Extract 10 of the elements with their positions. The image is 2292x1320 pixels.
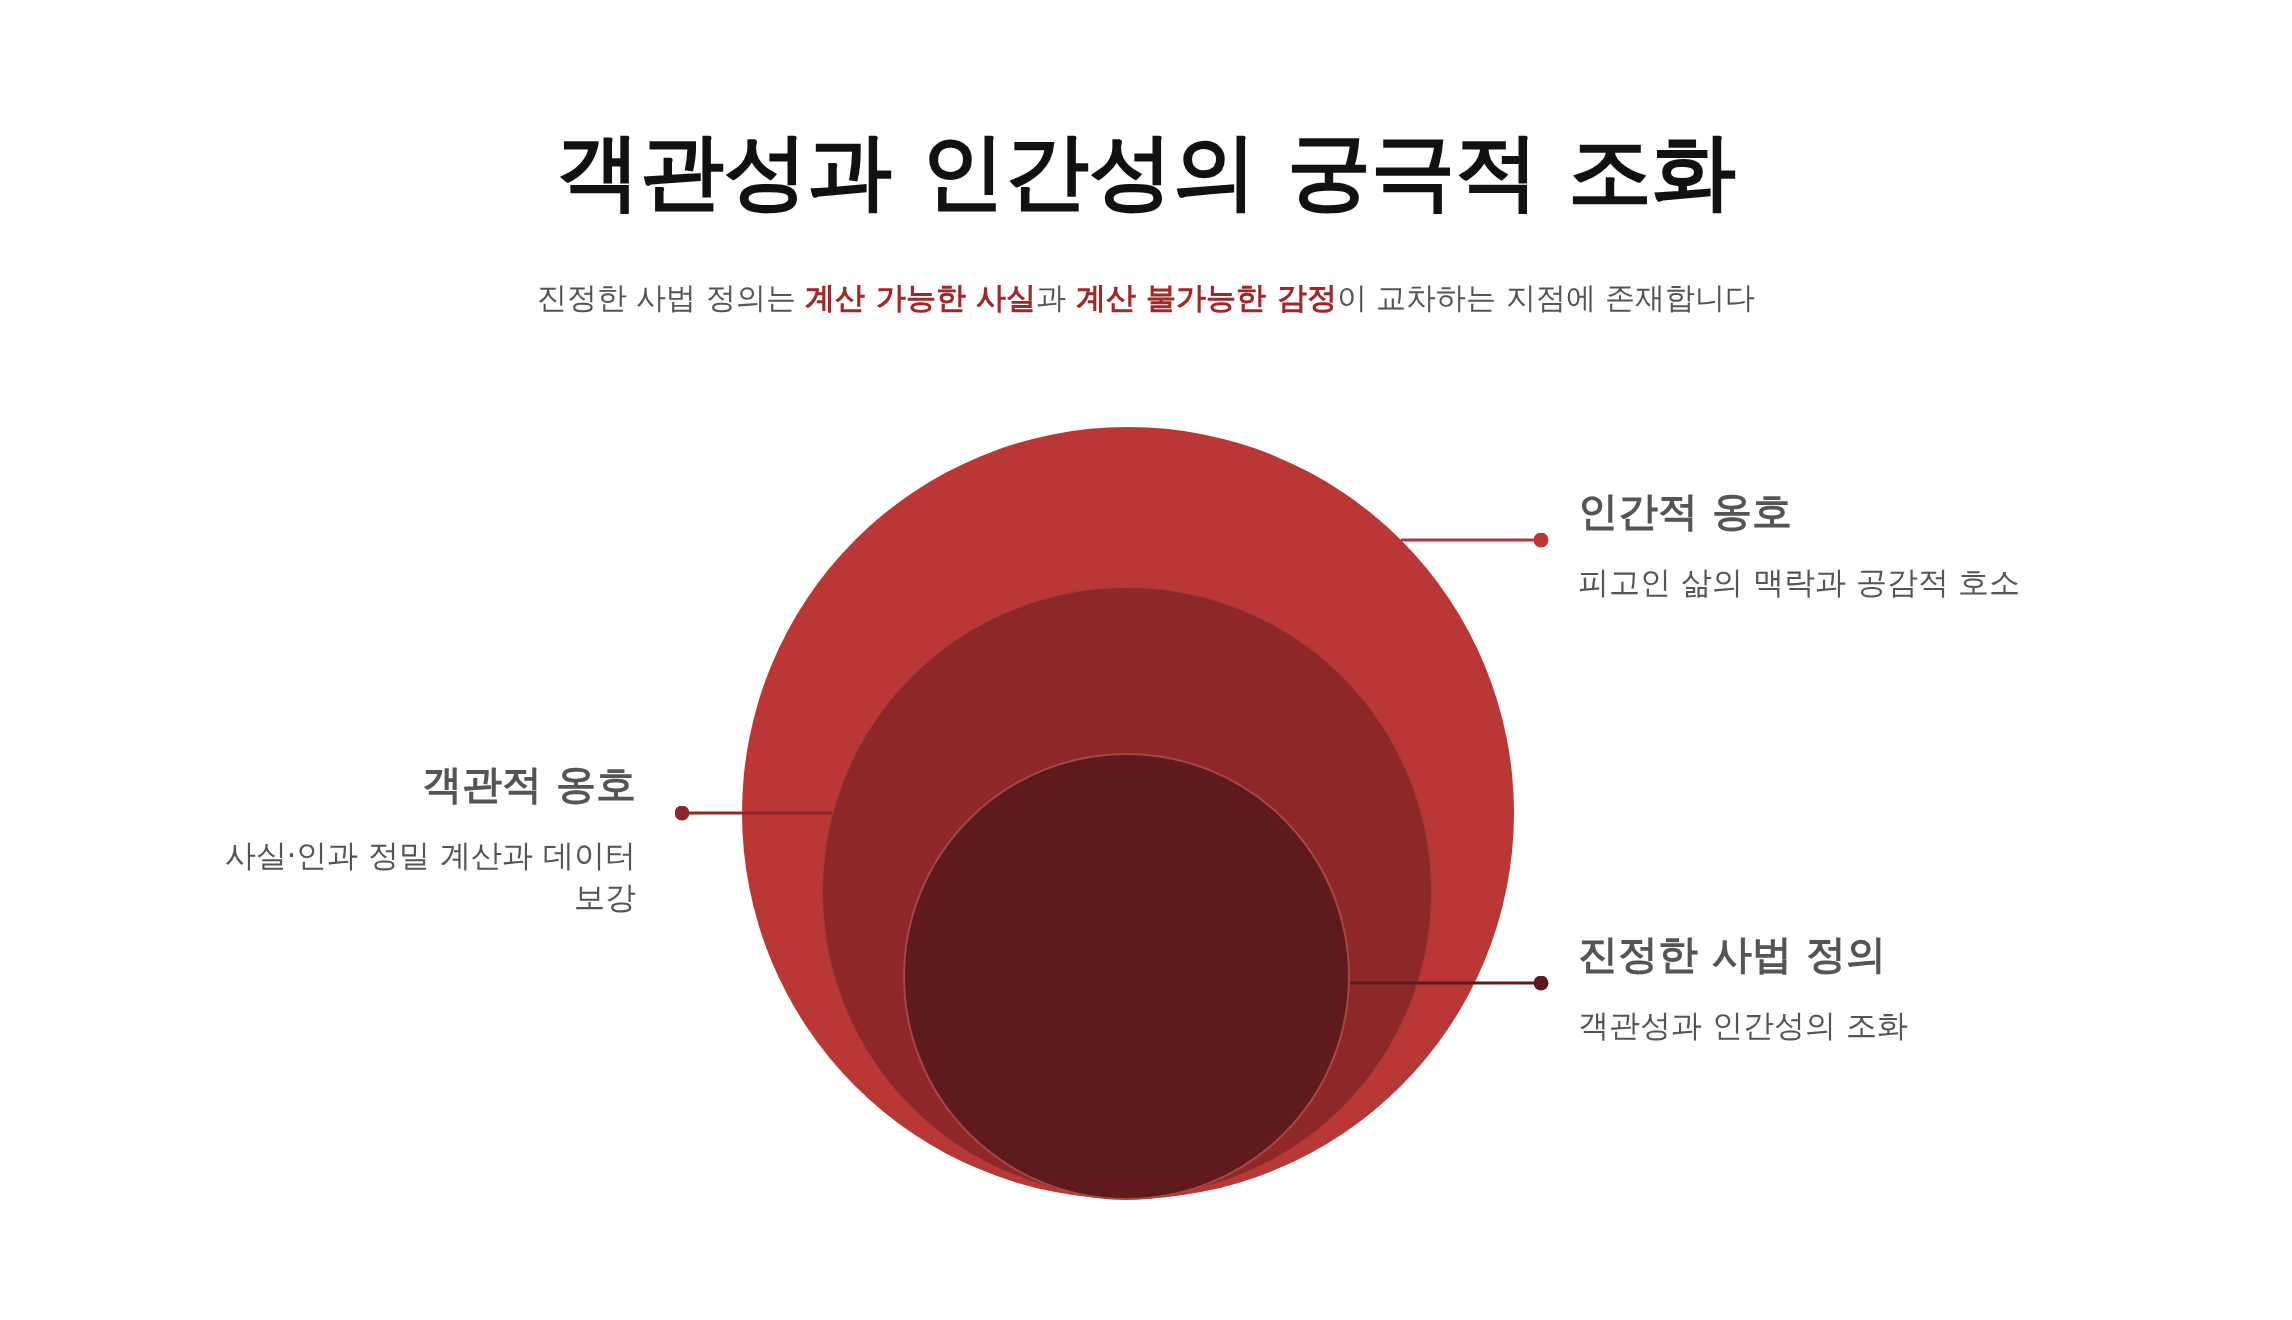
callout-heading: 인간적 옹호 [1578,487,1793,536]
callout-text: 사실·인과 정밀 계산과 데이터 보강 [223,836,636,917]
leader-line [1349,975,1549,991]
leader-line [674,805,833,821]
callout-text: 피고인 삶의 맥락과 공감적 호소 [1578,563,2022,602]
subtitle: 진정한 사법 정의는 계산 가능한 사실과 계산 불가능한 감정이 교차하는 지점에 존재합니다 [535,279,1757,317]
callout-text: 객관성과 인간성의 조화 [1578,1006,1909,1045]
title: 객관성과 인간성의 궁극적 조화 [555,121,1737,222]
callout-heading: 진정한 사법 정의 [1578,930,1887,979]
callout-heading: 객관적 옹호 [421,760,636,809]
